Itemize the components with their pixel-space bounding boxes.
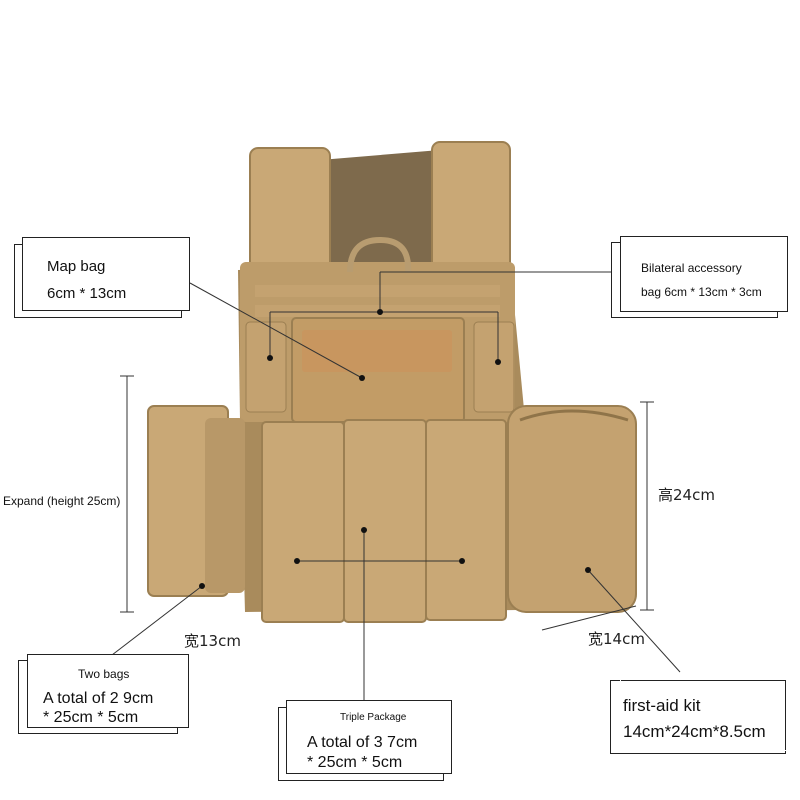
- expand-height-label: Expand (height 25cm): [3, 494, 121, 508]
- width-14-label: 宽14cm: [588, 630, 645, 648]
- map-bag-size: 6cm * 13cm: [47, 285, 127, 302]
- triple-line2: * 25cm * 5cm: [307, 754, 403, 771]
- map-bag-callout: Map bag 6cm * 13cm: [22, 237, 190, 311]
- first-aid-size: 14cm*24cm*8.5cm: [623, 722, 766, 741]
- two-bags-title: Two bags: [78, 667, 130, 681]
- width-13-label: 宽13cm: [184, 632, 241, 650]
- width14-dimension: [541, 605, 637, 631]
- drag-handle: [347, 236, 412, 273]
- right-accessory-pouch: [473, 321, 515, 413]
- first-aid-kit-callout: first-aid kit 14cm*24cm*8.5cm: [620, 673, 790, 751]
- bilateral-accessory-callout: Bilateral accessory bag 6cm * 13cm * 3cm: [620, 236, 788, 312]
- map-bag-title: Map bag: [47, 258, 106, 275]
- first-aid-frame-back: [610, 680, 786, 754]
- two-bags-line2: * 25cm * 5cm: [43, 709, 139, 726]
- triple-line1: A total of 3 7cm: [307, 734, 418, 751]
- two-bags-pouch-side: [205, 418, 245, 593]
- triple-pouch-3: [425, 419, 507, 621]
- height-24-label: 高24cm: [658, 486, 715, 504]
- bilateral-size: bag 6cm * 13cm * 3cm: [641, 285, 762, 299]
- map-bag-leader: [189, 282, 363, 379]
- first-aid-kit-pouch: [507, 405, 637, 613]
- left-accessory-pouch: [245, 321, 287, 413]
- triple-package-callout: Triple Package A total of 3 7cm * 25cm *…: [286, 700, 452, 774]
- two-bags-callout: Two bags A total of 2 9cm * 25cm * 5cm: [27, 654, 189, 728]
- two-bags-leader: [111, 585, 203, 656]
- velcro-patch: [302, 330, 452, 372]
- zipper: [519, 409, 629, 422]
- two-bags-line1: A total of 2 9cm: [43, 690, 154, 707]
- bilateral-title: Bilateral accessory: [641, 261, 742, 275]
- webbing-row: [255, 285, 500, 297]
- triple-title: Triple Package: [340, 712, 407, 723]
- first-aid-leader: [587, 569, 681, 673]
- first-aid-title: first-aid kit: [623, 696, 701, 715]
- vest-mesh: [320, 150, 445, 275]
